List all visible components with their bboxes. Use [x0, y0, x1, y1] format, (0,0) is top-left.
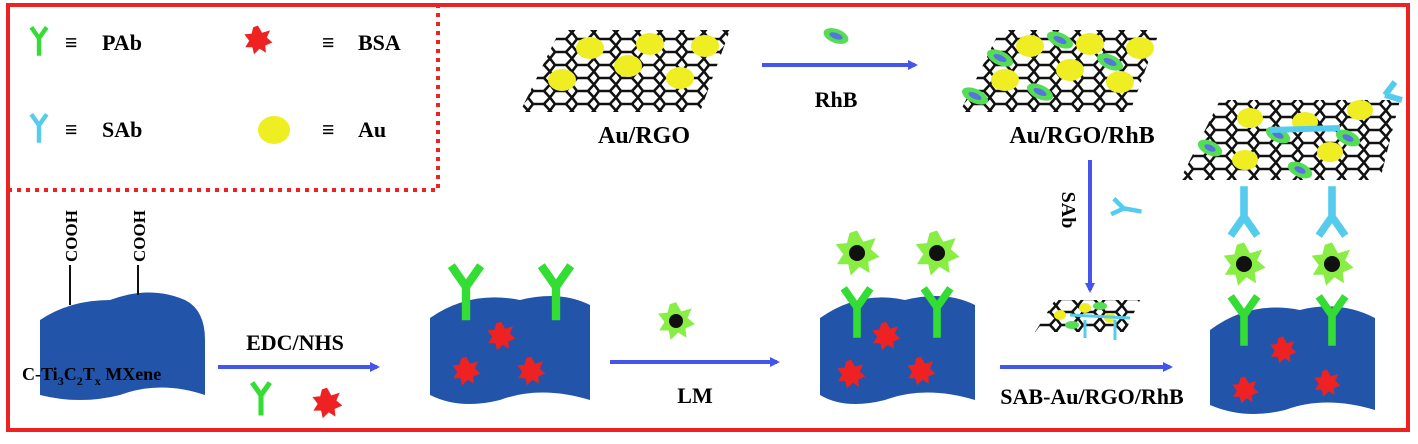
lm-antigen-core	[1324, 256, 1340, 272]
lm-antigen-core	[929, 245, 945, 261]
au-nanoparticle	[1106, 71, 1134, 93]
au-rgo-sheet	[520, 30, 730, 112]
label-mxene: C-Ti3C2Tx MXene	[22, 364, 161, 388]
mxene-subscript-2: 2	[77, 374, 83, 388]
edc-nhs-step: EDC/NHS	[218, 330, 380, 419]
au-nanoparticle	[1076, 33, 1104, 55]
rhb-molecule-core	[968, 91, 982, 101]
legend-sab-label: SAb	[102, 117, 142, 142]
mxene-text-prefix: C-Ti	[22, 364, 58, 384]
sab-conjugate-small	[1035, 300, 1140, 340]
mxene-sheet-icon	[430, 296, 590, 404]
label-cooh-2: COOH	[130, 210, 149, 262]
legend-au-label: Au	[358, 117, 386, 142]
mxene-sheet-icon	[1210, 306, 1375, 414]
au-nanoparticle	[1079, 303, 1091, 313]
lm-antigen-core	[849, 245, 865, 261]
mxene-text-suffix: MXene	[101, 364, 161, 384]
rhb-molecule-core	[1204, 144, 1216, 152]
au-nanoparticle	[1054, 310, 1066, 320]
label-lm: LM	[677, 383, 713, 408]
pab-antibody-icon	[252, 383, 270, 416]
au-nanoparticle	[666, 67, 694, 89]
sab-step: SAb	[1057, 160, 1143, 293]
au-nanoparticle	[691, 35, 719, 57]
bsa-star-icon	[312, 387, 343, 419]
label-edc-nhs: EDC/NHS	[246, 330, 344, 355]
sab-antibody-icon	[1319, 186, 1346, 235]
mxene-text-t: T	[83, 364, 95, 384]
au-nanoparticle	[614, 55, 642, 77]
au-nanoparticle	[991, 69, 1019, 91]
au-nanoparticle	[1126, 37, 1154, 59]
green-antibody-icon	[31, 27, 46, 56]
cyan-antibody-icon	[31, 114, 46, 143]
legend: ≡ PAb ≡ BSA ≡ SAb ≡ Au	[31, 26, 401, 144]
sab-au-rgo-rhb-step: SAB-Au/RGO/RhB	[1000, 362, 1184, 409]
au-nanoparticle	[1232, 150, 1258, 170]
rhb-molecule-core	[1294, 166, 1306, 174]
rhb-molecule-core	[993, 53, 1007, 63]
label-au-rgo-rhb: Au/RGO/RhB	[1009, 123, 1154, 149]
au-nanoparticle	[636, 33, 664, 55]
legend-pab-label: PAb	[102, 30, 142, 55]
au-nanoparticle	[576, 37, 604, 59]
label-sab-au-rgo-rhb: SAB-Au/RGO/RhB	[1000, 384, 1184, 409]
mxene-text-c: C	[64, 364, 77, 384]
label-cooh-1: COOH	[62, 210, 81, 262]
rhb-molecule-core	[829, 32, 843, 40]
au-nanoparticle	[1347, 100, 1373, 120]
rhb-molecules	[961, 31, 1124, 105]
legend-au-symbol: ≡	[322, 117, 335, 142]
au-rgo-rhb-sheet	[960, 30, 1160, 112]
rhb-molecule-core	[1272, 131, 1284, 139]
sab-antibody-icon	[1111, 199, 1143, 220]
legend-item-au: ≡ Au	[258, 116, 386, 144]
mxene-block: COOH COOH C-Ti3C2Tx MXene	[22, 210, 205, 400]
rhb-molecule-core	[1103, 57, 1117, 67]
label-sab: SAb	[1057, 192, 1079, 229]
au-nanoparticle	[548, 69, 576, 91]
sab-linker	[1069, 313, 1131, 340]
au-nanoparticle	[1237, 108, 1263, 128]
rhb-molecule-core	[1053, 35, 1067, 45]
legend-bsa-symbol: ≡	[322, 30, 335, 55]
red-star-icon	[244, 25, 273, 55]
legend-pab-symbol: ≡	[65, 30, 78, 55]
lm-antigen-core	[669, 314, 683, 328]
lm-step: LM	[610, 302, 780, 408]
au-nanoparticle	[1056, 59, 1084, 81]
label-rhb: RhB	[815, 87, 858, 112]
rhb-molecule	[1093, 302, 1107, 310]
au-nanoparticle	[1317, 142, 1343, 162]
mxene-sheet-icon	[820, 296, 975, 404]
mxene-sheet-icon	[40, 292, 205, 400]
legend-item-bsa: ≡ BSA	[244, 25, 401, 55]
legend-bsa-label: BSA	[358, 30, 401, 55]
sab-linker	[1269, 80, 1403, 133]
pab-mxene	[430, 266, 590, 404]
rhb-molecule-core	[1342, 134, 1354, 142]
outer-frame	[6, 3, 1410, 432]
mxene-subscript-3: x	[95, 374, 101, 388]
rhb-step: RhB	[762, 28, 918, 112]
legend-sab-symbol: ≡	[65, 117, 78, 142]
yellow-dot-icon	[258, 116, 290, 144]
lm-antigen-core	[1236, 256, 1252, 272]
rhb-molecule-core	[1033, 87, 1047, 97]
au-nanoparticle	[1016, 35, 1044, 57]
mxene-subscript-1: 3	[58, 374, 64, 388]
label-au-rgo: Au/RGO	[598, 123, 690, 149]
sab-antibody-icon	[1231, 186, 1258, 235]
rhb-molecule	[1065, 321, 1079, 329]
lm-bound-mxene	[820, 230, 975, 404]
legend-item-pab: ≡ PAb	[31, 27, 142, 56]
sandwich-complex	[1180, 80, 1403, 414]
legend-item-sab: ≡ SAb	[31, 114, 142, 143]
